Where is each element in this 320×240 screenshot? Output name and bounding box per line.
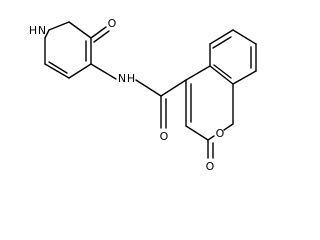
lactone-carbonyl-oxygen-label: O	[206, 160, 215, 173]
bond-pyridone-c5-c6-double	[48, 61, 68, 74]
bond-benzo-c6-c7	[232, 29, 257, 45]
bond-pyridone-carbonyl-double	[93, 30, 110, 43]
bond-pyridone-carbonyl	[90, 26, 107, 39]
bond-coumarin-c4-c4a	[185, 65, 211, 81]
bond-coumarin-ring-o-c8a	[223, 123, 234, 131]
bond-pyridone-c4-amide-n	[90, 63, 117, 80]
bond-benzo-c8a-c4a	[209, 65, 234, 85]
amide-nitrogen-label: N	[118, 72, 126, 85]
bond-pyridone-c1-n	[44, 29, 50, 39]
bond-benzo-c5-c6	[209, 29, 234, 45]
bond-pyridone-c5-c6	[44, 63, 70, 79]
pyridone-nh-hydrogen-label: H	[29, 24, 37, 37]
bond-pyridone-n-c2	[48, 21, 70, 31]
chemical-structure: H N O N H O O O	[29, 17, 257, 173]
amide-hydrogen-label: H	[127, 72, 135, 85]
bond-benzo-c8a-c4a-double	[213, 64, 232, 79]
bond-benzo-c5-c6-double	[212, 36, 232, 49]
bond-carbonyl-c-coumarin-c4	[160, 79, 187, 97]
amide-oxygen-label: O	[160, 130, 169, 143]
atom-labels: H N O N H O O O	[29, 17, 225, 173]
coumarin-ring-oxygen-label: O	[216, 127, 225, 140]
bond-pyridone-c2-c3	[68, 21, 92, 39]
bond-pyridone-c4-c5	[68, 63, 92, 79]
bond-coumarin-c3-c2	[185, 125, 209, 141]
bonds	[44, 21, 257, 159]
bond-amide-n-carbonyl-c	[135, 79, 162, 97]
bond-benzo-c8-c8a	[232, 70, 257, 85]
pyridone-nitrogen-label: N	[38, 24, 46, 37]
bond-coumarin-c2-ring-o	[207, 135, 215, 141]
pyridone-oxygen-label: O	[108, 17, 117, 30]
